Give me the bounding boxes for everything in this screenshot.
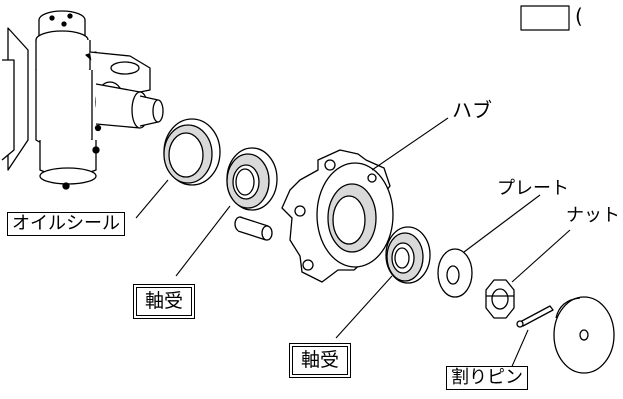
bearing-1 xyxy=(226,147,278,211)
bearing-2 xyxy=(385,226,431,284)
label-oil-seal: オイルシール xyxy=(7,212,125,236)
steering-knuckle xyxy=(1,10,164,190)
plate xyxy=(437,248,473,298)
label-bearing-inner: 軸受 xyxy=(133,284,196,319)
label-bearing-outer: 軸受 xyxy=(289,343,352,378)
label-nut: ナット xyxy=(566,205,620,226)
castle-nut xyxy=(485,279,515,319)
label-hub: ハブ xyxy=(452,98,492,122)
hub-bolt xyxy=(234,216,273,241)
hub-cap xyxy=(553,296,615,374)
label-split-pin: 割りピン xyxy=(446,366,528,390)
legend-box xyxy=(520,5,570,31)
split-pin xyxy=(516,305,554,328)
label-plate: プレート xyxy=(497,178,569,199)
hub xyxy=(281,149,394,283)
oil-seal xyxy=(163,118,221,186)
legend-paren: ( xyxy=(575,4,583,28)
